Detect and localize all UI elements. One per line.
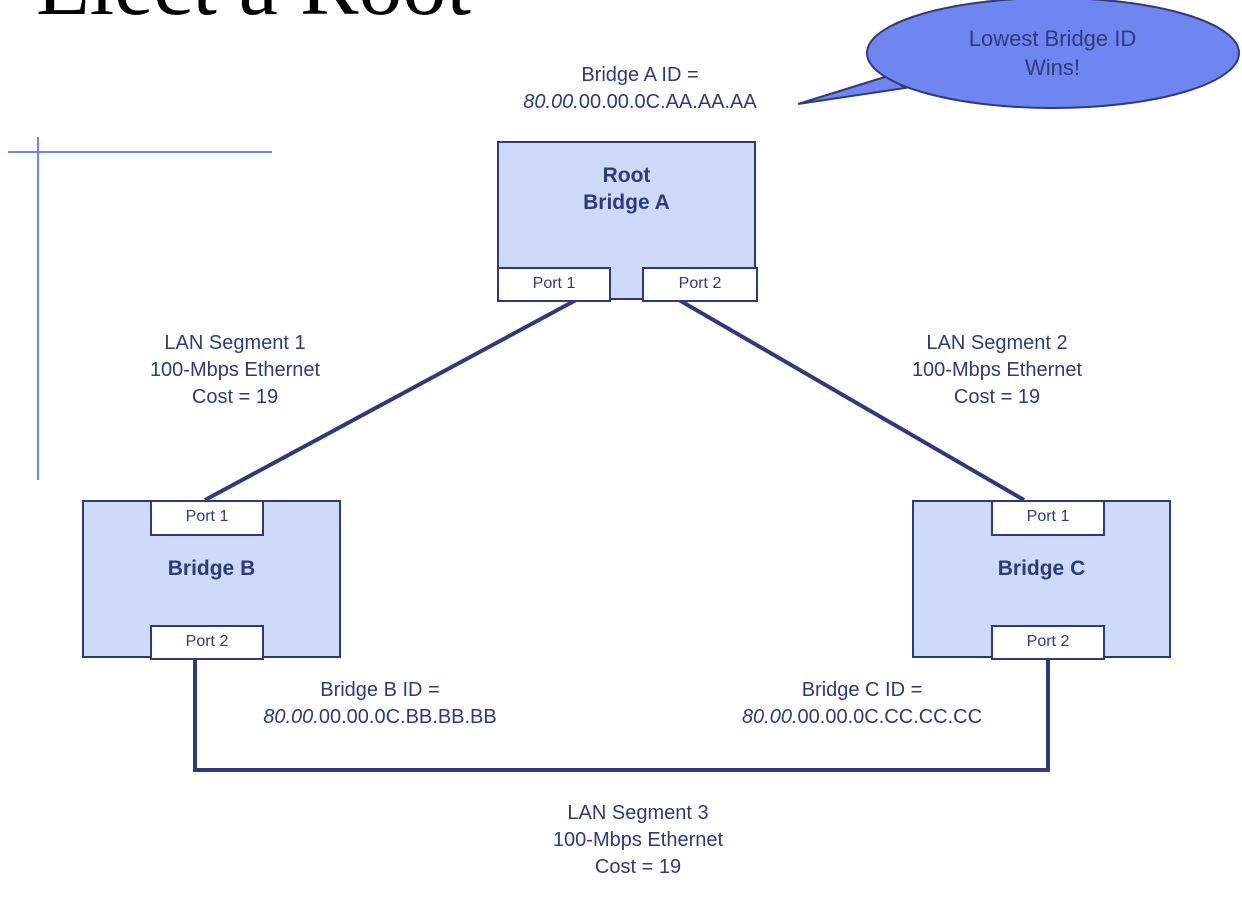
lan-segment-3-type: 100-Mbps Ethernet <box>552 829 724 851</box>
page-title: Elect a Root <box>36 0 471 30</box>
bridge-c-id-value: 80.00.00.00.0C.CC.CC.CC <box>712 704 1012 731</box>
bridge-a-role: Root <box>602 164 651 187</box>
bridge-a-mac: 00.00.0C.AA.AA.AA <box>578 91 757 113</box>
bridge-b-port-1[interactable]: Port 1 <box>150 500 264 536</box>
callout-bubble <box>797 74 908 105</box>
callout-line-2: Wins! <box>1025 55 1080 80</box>
callout-text: Lowest Bridge ID Wins! <box>905 24 1200 82</box>
lan-segment-2-type: 100-Mbps Ethernet <box>911 359 1083 381</box>
bridge-b-id-label: Bridge B ID = <box>320 679 440 701</box>
bridge-b-port-2[interactable]: Port 2 <box>150 625 264 660</box>
bridge-b-box[interactable]: Port 1 Bridge B Port 2 <box>82 500 341 660</box>
lan-segment-1-name: LAN Segment 1 <box>164 332 306 354</box>
bridge-c-mac: 00.00.0C.CC.CC.CC <box>797 706 983 728</box>
bridge-c-id-label: Bridge C ID = <box>801 679 923 701</box>
bridge-a-id-label: Bridge A ID = <box>581 64 699 86</box>
lan-segment-2-line <box>677 298 1026 502</box>
bridge-c-port-2[interactable]: Port 2 <box>991 625 1105 660</box>
bridge-c-id: Bridge C ID = 80.00.00.00.0C.CC.CC.CC <box>712 677 1012 731</box>
lan-segment-1-type: 100-Mbps Ethernet <box>149 359 321 381</box>
bridge-a-priority: 80.00. <box>523 91 579 113</box>
lan-segment-1-cost: Cost = 19 <box>191 386 279 408</box>
lan-segment-1-line <box>204 298 577 502</box>
bridge-a-box[interactable]: Root Bridge A Port 1 Port 2 <box>497 141 758 302</box>
bridge-c-priority: 80.00. <box>741 706 798 728</box>
lan-segment-1-label: LAN Segment 1 100-Mbps Ethernet Cost = 1… <box>110 330 360 411</box>
bridge-a-port-1[interactable]: Port 1 <box>497 267 611 302</box>
bridge-a-port-2[interactable]: Port 2 <box>642 267 758 302</box>
lan-segment-3-label: LAN Segment 3 100-Mbps Ethernet Cost = 1… <box>513 800 763 881</box>
lan-segment-2-label: LAN Segment 2 100-Mbps Ethernet Cost = 1… <box>872 330 1122 411</box>
lan-segment-3-name: LAN Segment 3 <box>567 802 709 824</box>
bridge-b-id-value: 80.00.00.00.0C.BB.BB.BB <box>230 704 530 731</box>
bridge-a-name: Bridge A <box>583 191 670 214</box>
lan-segment-3-line <box>193 658 1050 772</box>
bridge-b-id: Bridge B ID = 80.00.00.00.0C.BB.BB.BB <box>230 677 530 731</box>
callout-bubble-ellipse <box>866 0 1240 109</box>
callout-line-1: Lowest Bridge ID <box>968 26 1137 51</box>
lan-segment-2-cost: Cost = 19 <box>953 386 1041 408</box>
lan-segment-3-cost: Cost = 19 <box>594 856 682 878</box>
bridge-b-priority: 80.00. <box>263 706 319 728</box>
bridge-a-id-value: 80.00.00.00.0C.AA.AA.AA <box>470 89 810 116</box>
bridge-b-name: Bridge B <box>167 557 256 580</box>
bridge-b-mac: 00.00.0C.BB.BB.BB <box>318 706 497 728</box>
bridge-c-port-1[interactable]: Port 1 <box>991 500 1105 536</box>
bridge-c-box[interactable]: Port 1 Bridge C Port 2 <box>912 500 1171 660</box>
lan-segment-2-name: LAN Segment 2 <box>926 332 1068 354</box>
bridge-c-name: Bridge C <box>997 557 1086 580</box>
bridge-a-id: Bridge A ID = 80.00.00.00.0C.AA.AA.AA <box>470 62 810 116</box>
